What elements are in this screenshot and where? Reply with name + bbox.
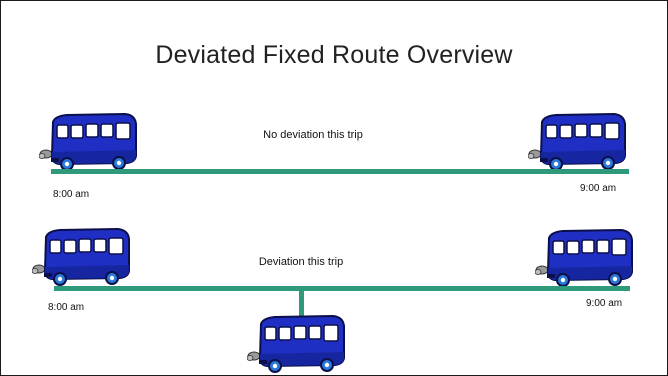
bus-icon [32,227,132,287]
deviation-branch-line [299,289,304,324]
bus-icon [39,112,139,172]
slide-title: Deviated Fixed Route Overview [155,41,513,69]
trip-caption-no-deviation: No deviation this trip [263,129,363,141]
bus-icon [528,112,628,172]
route-line-trip-1 [51,169,629,174]
trip-1-end-time: 9:00 am [580,183,617,194]
bus-icon [247,314,347,374]
bus-icon [535,228,635,288]
trip-1-start-time: 8:00 am [53,189,90,200]
trip-2-end-time: 9:00 am [586,298,623,309]
trip-2-start-time: 8:00 am [48,302,85,313]
trip-caption-deviation: Deviation this trip [258,256,344,268]
route-line-trip-2 [54,286,630,291]
